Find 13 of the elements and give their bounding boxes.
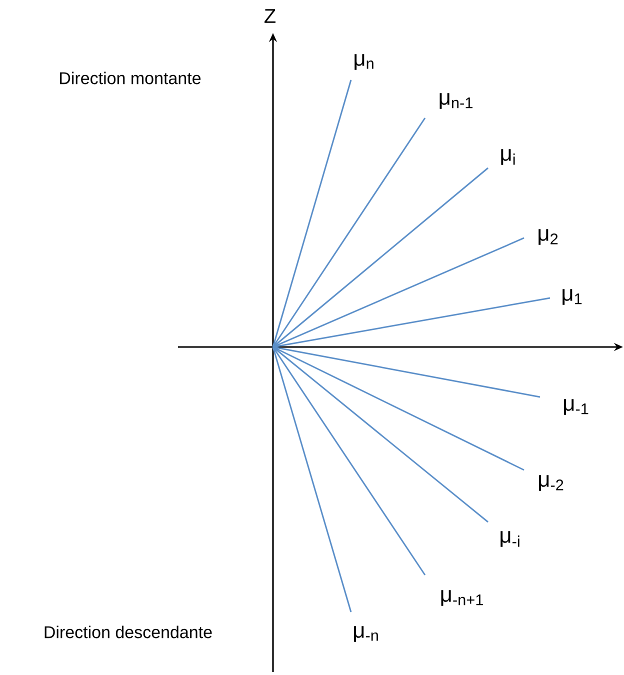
vector-label: μ$_{-n}$	[354, 626, 378, 642]
vector-label: μ$_{-n+1}$	[441, 590, 483, 606]
vector-label: μ$_{-2}$	[539, 475, 564, 491]
axis-label: Z	[264, 9, 276, 23]
vector-label: μ$_{n}$	[354, 54, 374, 70]
vector-label: μ$_{n-1}$	[440, 93, 472, 109]
direction-note: Direction montante	[60, 72, 201, 84]
vector-label: μ$_{-i}$	[500, 531, 520, 547]
vector-label: μ$_{2}$	[538, 229, 558, 245]
direction-note: Direction descendante	[44, 626, 212, 638]
vector-label: μ$_{1}$	[562, 289, 582, 305]
vector-label: μ$_{-1}$	[564, 399, 588, 415]
vector-label: μ$_{i}$	[501, 149, 515, 165]
